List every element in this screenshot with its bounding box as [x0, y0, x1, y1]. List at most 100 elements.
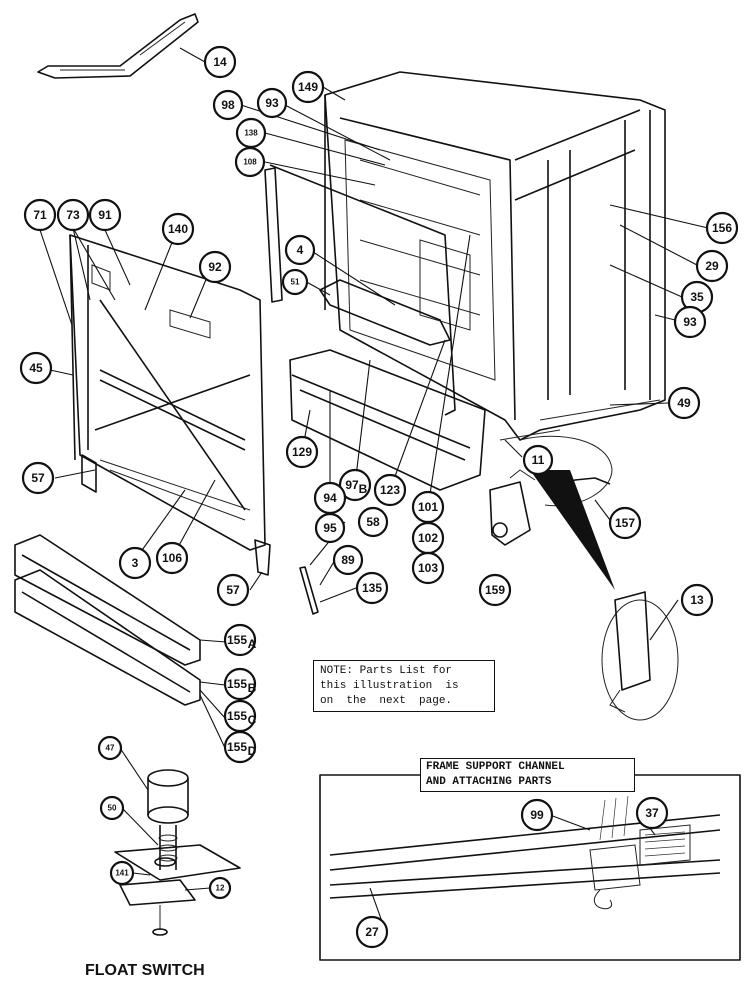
- svg-text:93: 93: [265, 96, 279, 110]
- callout-51: 51: [281, 268, 309, 296]
- svg-text:97: 97: [345, 478, 359, 492]
- callout-29: 29: [695, 249, 729, 283]
- svg-text:57: 57: [226, 583, 240, 597]
- callout-12: 12: [208, 876, 232, 900]
- frame-support-title: FRAME SUPPORT CHANNEL AND ATTACHING PART…: [420, 758, 635, 792]
- parts-list-note: NOTE: Parts List for this illustration i…: [313, 660, 495, 712]
- callout-106: 106: [155, 541, 189, 575]
- callout-101: 101: [411, 490, 445, 524]
- svg-text:29: 29: [705, 259, 719, 273]
- callout-92: 92: [198, 250, 232, 284]
- svg-text:12: 12: [216, 884, 225, 893]
- callout-159: 159: [478, 573, 512, 607]
- svg-text:138: 138: [244, 129, 258, 138]
- svg-text:B: B: [248, 681, 257, 695]
- inlet-valve-part: [489, 469, 536, 546]
- svg-text:50: 50: [108, 804, 117, 813]
- note-line-3: on the next page.: [320, 695, 453, 707]
- callout-49: 49: [667, 386, 701, 420]
- callout-123: 123: [373, 473, 407, 507]
- svg-text:155: 155: [227, 709, 247, 723]
- callout-14: 14: [203, 45, 237, 79]
- callout-99: 99: [520, 798, 554, 832]
- svg-text:57: 57: [31, 471, 45, 485]
- svg-text:157: 157: [615, 516, 635, 530]
- callout-89: 89: [332, 544, 364, 576]
- svg-text:4: 4: [297, 243, 304, 257]
- svg-text:108: 108: [243, 158, 257, 167]
- svg-text:27: 27: [365, 925, 379, 939]
- callout-93-right: 93: [673, 305, 707, 339]
- tub-assembly: [324, 71, 666, 441]
- svg-text:37: 37: [645, 806, 659, 820]
- svg-text:149: 149: [298, 80, 318, 94]
- svg-text:91: 91: [98, 208, 112, 222]
- svg-text:155: 155: [227, 677, 247, 691]
- callout-57-right: 57: [216, 573, 250, 607]
- float-switch-assembly: [114, 769, 241, 936]
- callout-138: 138: [235, 117, 267, 149]
- svg-text:129: 129: [292, 445, 312, 459]
- svg-text:140: 140: [168, 222, 188, 236]
- svg-text:C: C: [248, 713, 257, 727]
- svg-text:3: 3: [132, 556, 139, 570]
- callout-93-top: 93: [256, 87, 288, 119]
- gasket-left: [264, 167, 283, 303]
- svg-text:159: 159: [485, 583, 505, 597]
- svg-text:14: 14: [213, 55, 227, 69]
- callout-149: 149: [291, 70, 325, 104]
- svg-text:A: A: [248, 637, 257, 651]
- callout-73: 73: [56, 198, 90, 232]
- svg-text:155: 155: [227, 633, 247, 647]
- detail-pointer: [530, 470, 615, 590]
- svg-text:58: 58: [366, 515, 380, 529]
- svg-text:D: D: [248, 744, 257, 758]
- callout-45: 45: [19, 351, 53, 385]
- svg-text:35: 35: [690, 290, 704, 304]
- detail-bracket-13: [601, 591, 679, 721]
- callout-157: 157: [608, 506, 642, 540]
- callout-91: 91: [88, 198, 122, 232]
- frame-title-line-1: FRAME SUPPORT CHANNEL: [426, 761, 565, 773]
- callout-103: 103: [411, 551, 445, 585]
- screw-part: [299, 566, 319, 615]
- spray-arm-part: [319, 279, 451, 346]
- bottom-panels: [14, 534, 201, 706]
- callout-94: 94: [313, 481, 347, 515]
- svg-text:135: 135: [362, 581, 382, 595]
- callout-3: 3: [118, 546, 152, 580]
- svg-text:13: 13: [690, 593, 704, 607]
- callout-58: 58: [357, 506, 389, 538]
- callout-13: 13: [680, 583, 714, 617]
- callout-140: 140: [161, 212, 195, 246]
- svg-text:B: B: [359, 482, 368, 496]
- svg-text:51: 51: [291, 278, 300, 287]
- svg-text:47: 47: [106, 744, 115, 753]
- callout-98: 98: [212, 89, 244, 121]
- svg-text:123: 123: [380, 483, 400, 497]
- svg-text:49: 49: [677, 396, 691, 410]
- svg-text:92: 92: [208, 260, 222, 274]
- callout-141: 141: [109, 860, 135, 886]
- svg-text:103: 103: [418, 561, 438, 575]
- svg-text:156: 156: [712, 221, 732, 235]
- svg-text:94: 94: [323, 491, 337, 505]
- callout-102: 102: [411, 521, 445, 555]
- svg-text:71: 71: [33, 208, 47, 222]
- callout-135: 135: [355, 571, 389, 605]
- svg-text:98: 98: [221, 98, 235, 112]
- callout-37: 37: [635, 796, 669, 830]
- callout-11: 11: [522, 444, 554, 476]
- svg-text:95: 95: [323, 521, 337, 535]
- svg-text:73: 73: [66, 208, 80, 222]
- svg-text:101: 101: [418, 500, 438, 514]
- callout-4: 4: [284, 234, 316, 266]
- svg-text:89: 89: [341, 553, 355, 567]
- svg-text:155: 155: [227, 740, 247, 754]
- callout-71: 71: [23, 198, 57, 232]
